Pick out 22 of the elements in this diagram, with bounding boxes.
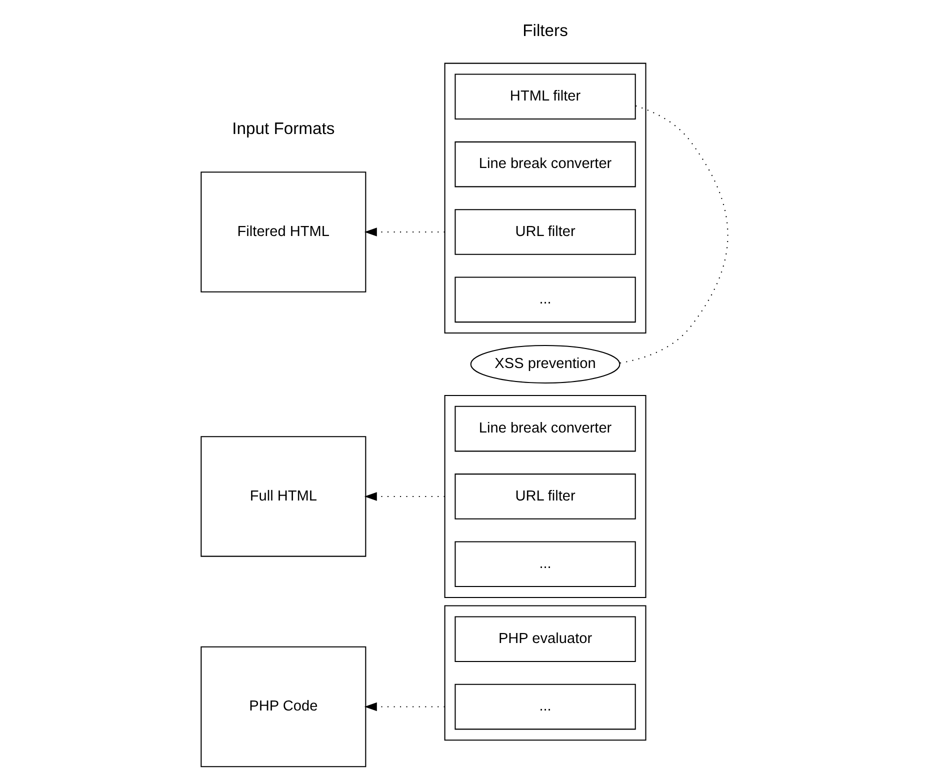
node-box: HTML filter (454, 73, 636, 120)
node-box: URL filter (454, 473, 636, 519)
arrow (364, 227, 445, 236)
node-box: ... (454, 683, 636, 730)
node-box: Filtered HTML (200, 171, 366, 292)
label: Filters (522, 20, 568, 40)
node-box: Line break converter (454, 140, 636, 187)
node-ellipse: XSS prevention (470, 344, 620, 383)
cluster (444, 604, 646, 740)
arrow (364, 702, 445, 711)
node-box: ... (454, 276, 636, 322)
node-box: ... (454, 540, 636, 587)
cluster (444, 394, 646, 598)
node-box: PHP evaluator (454, 616, 636, 662)
label: Input Formats (232, 118, 335, 138)
node-box: URL filter (454, 208, 636, 254)
node-box: PHP Code (200, 646, 366, 767)
connector (620, 104, 728, 364)
node-box: Line break converter (454, 405, 636, 452)
arrow (364, 492, 445, 500)
node-box: Full HTML (200, 436, 366, 556)
cluster (444, 62, 646, 334)
